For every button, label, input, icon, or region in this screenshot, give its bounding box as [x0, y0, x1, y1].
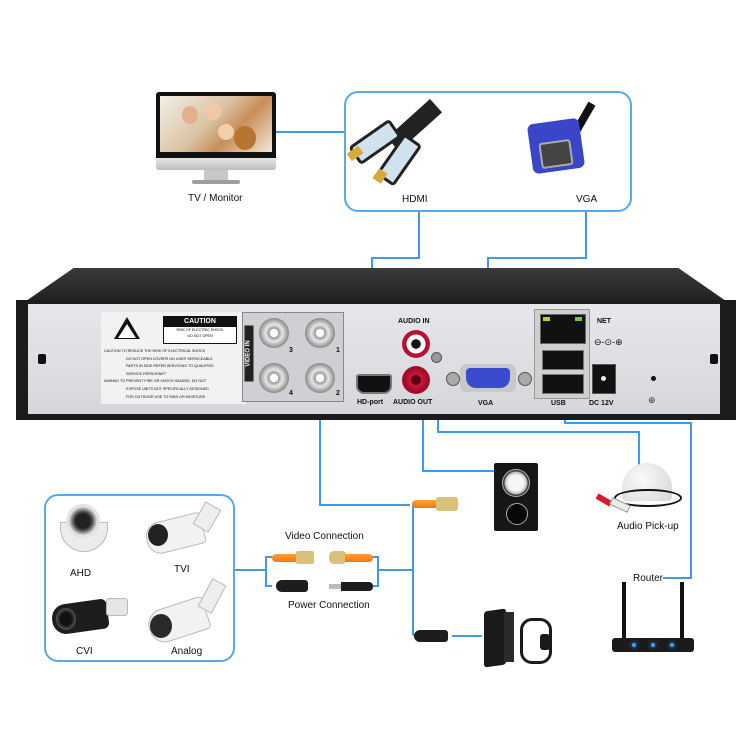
- usb-port[interactable]: [542, 350, 584, 370]
- power-symbol-icon: ⊖-⊙-⊕: [594, 337, 623, 347]
- bnc-connector-male: [329, 551, 375, 564]
- bnc-number: 4: [289, 390, 293, 397]
- video-in-label: VIDEO IN: [244, 325, 254, 382]
- power-adapter-image: [484, 608, 560, 670]
- vga-label: VGA: [576, 194, 598, 205]
- vga-port-label: VGA: [478, 400, 494, 407]
- bnc-number: 1: [336, 347, 340, 354]
- mount-screw-left: [38, 354, 46, 364]
- usb-label: USB: [551, 400, 566, 407]
- caution-line: WARING TO PREVENT FIRE OR SHOCK HAZARD. …: [104, 379, 207, 384]
- router-led: [670, 643, 674, 647]
- hdmi-cable-image: [346, 99, 446, 187]
- caution-subtitle-2: DO NOT OPEN: [187, 334, 213, 338]
- bnc-port[interactable]: [305, 318, 335, 348]
- vga-port[interactable]: [446, 364, 532, 392]
- camera-ahd-label: AHD: [70, 568, 92, 579]
- power-cable-end: [414, 630, 448, 642]
- caution-line: CAUTION TO REDUCE THE RISK OF ELECTRICAL…: [104, 349, 206, 353]
- camera-cvi-image: [50, 596, 130, 642]
- hdmi-label: HDMI: [402, 194, 428, 205]
- net-port[interactable]: [540, 314, 586, 344]
- monitor-picture: [160, 96, 272, 152]
- power-connection-label: Power Connection: [288, 600, 370, 611]
- caution-line: SERVICE PERSONNET: [126, 371, 167, 376]
- camera-tvi-label: TVI: [174, 564, 190, 575]
- router-antenna-left: [622, 582, 626, 638]
- audio-in-jack[interactable]: [402, 330, 430, 358]
- speaker-image: [494, 463, 538, 531]
- reset-hole: [651, 376, 656, 381]
- router-body: [612, 638, 694, 652]
- display-cables-box: HDMI VGA: [344, 91, 632, 212]
- audio-pickup-label: Audio Pick-up: [617, 521, 679, 532]
- monitor-chin: [156, 158, 276, 170]
- caution-text: CAUTION TO REDUCE THE RISK OF ELECTRICAL…: [104, 348, 244, 401]
- router-led: [651, 643, 655, 647]
- caution-subtitle-1: RISK OF ELECTRIC SHOCK: [176, 328, 224, 332]
- router-antenna-right: [680, 582, 684, 638]
- dc-label: DC 12V: [589, 400, 614, 407]
- hd-port-label: HD-port: [357, 399, 384, 406]
- ground-icon: ⊕: [648, 395, 656, 405]
- camera-tvi-image: [138, 501, 224, 557]
- bnc-cable-connector: [412, 497, 460, 511]
- caution-line: PARTS IN SIDE REFER SERVICING TO QUALIFI…: [126, 364, 214, 369]
- tv-monitor: [156, 92, 278, 187]
- camera-cvi-label: CVI: [76, 646, 93, 657]
- bnc-connector-female: [272, 551, 316, 564]
- power-connector-male: [329, 582, 373, 591]
- camera-ahd-image: [56, 502, 108, 552]
- bnc-number: 3: [289, 347, 293, 354]
- camera-analog-image: [142, 578, 228, 647]
- bnc-port[interactable]: [305, 363, 335, 393]
- vga-cable-image: [526, 101, 606, 187]
- audio-out-jack[interactable]: [402, 366, 430, 394]
- dc-power-jack[interactable]: [592, 364, 616, 394]
- router-image: [612, 582, 694, 658]
- audio-in-label: AUDIO IN: [398, 318, 430, 325]
- power-connector-female: [276, 580, 308, 592]
- caution-title: CAUTION: [164, 317, 236, 327]
- audio-pickup-image: [594, 461, 684, 517]
- cameras-box: AHD TVI CVI Analog: [44, 494, 235, 662]
- caution-box: CAUTION RISK OF ELECTRIC SHOCK DO NOT OP…: [163, 316, 237, 344]
- caution-line: DO NOT OPEN COVERS NO USER SERVICEABLE: [126, 356, 213, 361]
- camera-analog-label: Analog: [171, 646, 203, 657]
- router-led: [632, 643, 636, 647]
- usb-port[interactable]: [542, 374, 584, 394]
- wire-videoin-to-bnc: [319, 410, 410, 506]
- caution-line: FOR OUTDOOR USE TO RAIN OR MOISTURE: [126, 394, 206, 399]
- hd-port[interactable]: [356, 374, 392, 394]
- video-connection-label: Video Connection: [285, 531, 364, 542]
- bnc-port[interactable]: [259, 363, 289, 393]
- mount-screw-right: [710, 354, 718, 364]
- caution-line: EXPOSE UBITS NOT SPECIFICALLY DESIGNED: [126, 386, 209, 391]
- monitor-screen: [156, 92, 276, 162]
- caution-sticker: CAUTION RISK OF ELECTRIC SHOCK DO NOT OP…: [101, 312, 246, 404]
- monitor-stand: [204, 170, 228, 180]
- net-label: NET: [597, 318, 611, 325]
- ground-screw: [431, 352, 442, 363]
- net-usb-stack: [534, 309, 590, 399]
- bnc-port[interactable]: [259, 318, 289, 348]
- audio-out-label: AUDIO OUT: [393, 399, 433, 406]
- bnc-number: 2: [336, 390, 340, 397]
- video-in-panel: VIDEO IN 3 1 4 2: [242, 312, 344, 402]
- router-label: Router: [633, 573, 664, 584]
- monitor-base: [192, 180, 240, 184]
- monitor-label: TV / Monitor: [188, 193, 243, 204]
